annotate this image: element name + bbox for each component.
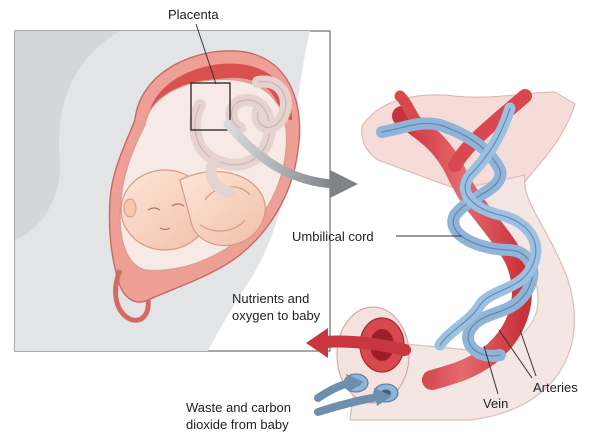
waste-label-line1: Waste and carbon [186, 400, 291, 415]
nutrients-label-line1: Nutrients and [232, 291, 309, 306]
vein [392, 106, 532, 390]
cervix [113, 269, 151, 323]
enlarged-cord [306, 89, 576, 421]
abdomen-panel [14, 23, 331, 352]
waste-label-line2: dioxide from baby [186, 417, 289, 432]
fetus [120, 169, 266, 251]
arteries [376, 102, 542, 362]
arteries-label: Arteries [533, 380, 578, 395]
umbilical-cord-coils [189, 75, 292, 198]
arteries-leader-1 [498, 329, 533, 379]
vein-label: Vein [483, 396, 508, 411]
magnify-box [190, 82, 231, 131]
nutrients-arrow [306, 328, 411, 358]
nutrients-label-line2: oxygen to baby [232, 308, 321, 323]
placenta-leader [195, 23, 217, 85]
cord-cross-section [336, 306, 410, 404]
placenta-label: Placenta [168, 7, 219, 22]
arteries-leader-2 [519, 329, 537, 377]
back-shadow [15, 31, 120, 240]
zoom-arrow [223, 119, 358, 198]
waste-arrows [314, 374, 392, 416]
umbilical-cord-label: Umbilical cord [292, 229, 374, 244]
vein-leader [483, 345, 499, 395]
vein-branch [448, 89, 532, 172]
